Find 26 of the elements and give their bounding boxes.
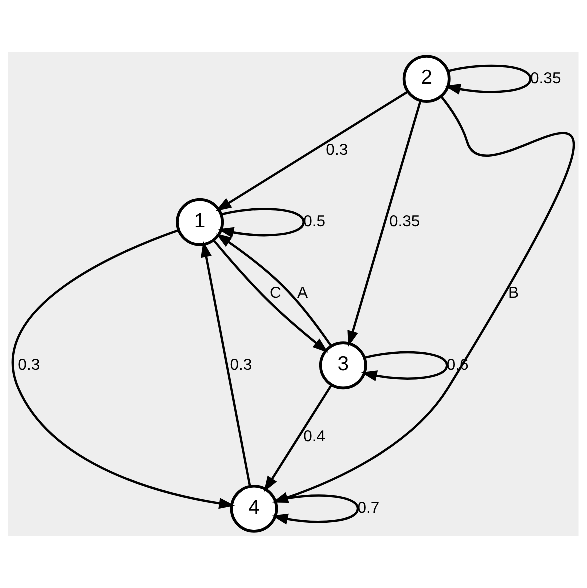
- edge-label: 0.35: [389, 214, 420, 231]
- arrow: [272, 494, 360, 525]
- edge-label: 0.3: [18, 356, 40, 374]
- edge-label: 0.4: [304, 428, 326, 446]
- node-circle: 3: [319, 342, 368, 390]
- edge-label: B: [508, 285, 519, 302]
- edge-label: 0.35: [530, 70, 562, 88]
- arrow: [201, 242, 252, 487]
- arrow: [361, 351, 448, 382]
- edge-label: 0.3: [230, 356, 252, 374]
- edge-label: A: [297, 285, 308, 302]
- edge-label: 0.5: [304, 214, 326, 231]
- arrow: [348, 100, 422, 347]
- arrow: [444, 64, 532, 95]
- arrow: [218, 208, 305, 238]
- edge-label: C: [270, 285, 282, 302]
- edge-label: 0.7: [358, 500, 380, 518]
- arrow: [213, 240, 328, 354]
- arrow: [216, 234, 332, 347]
- edge-label: 0.3: [326, 142, 348, 159]
- node-circle: 2: [402, 55, 451, 104]
- node-circle: 4: [230, 484, 278, 533]
- arrow: [216, 91, 408, 212]
- arrow: [12, 229, 236, 510]
- node-circle: 1: [176, 198, 224, 246]
- arrow: [264, 384, 333, 492]
